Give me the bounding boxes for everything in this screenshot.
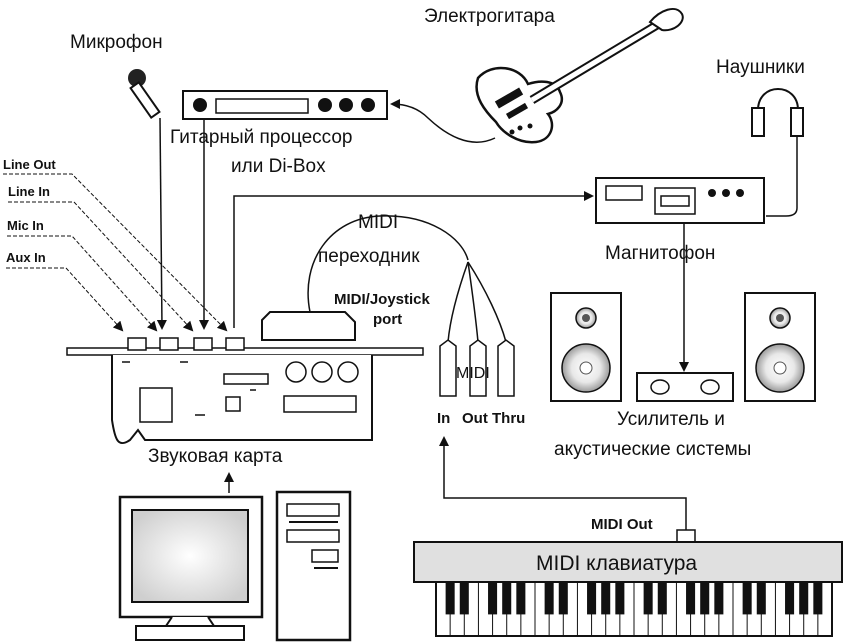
system-unit-icon <box>275 490 352 642</box>
midi-connectors <box>439 339 515 397</box>
black-key <box>686 582 696 615</box>
black-key <box>799 582 809 615</box>
black-key <box>756 582 766 615</box>
black-key <box>700 582 710 615</box>
sound-card <box>66 311 424 445</box>
black-key <box>459 582 469 615</box>
midi-adapter-label-line2: переходник <box>318 246 420 267</box>
port-labels: Line Out Line In Mic In Aux In <box>3 157 228 332</box>
lineout-to-recorder-cable <box>233 191 594 328</box>
processor-label-line1: Гитарный процессор <box>170 127 353 148</box>
black-key <box>813 582 823 615</box>
midi-keyboard <box>413 529 843 637</box>
black-key <box>558 582 568 615</box>
black-key <box>502 582 512 615</box>
processor-label-line2: или Di-Box <box>231 156 326 177</box>
guitar-processor-device <box>182 90 388 120</box>
black-key <box>657 582 667 615</box>
joystick-port-label-line1: MIDI/Joystick <box>334 291 431 308</box>
amp-label-line2: акустические системы <box>554 439 751 460</box>
left-speaker-icon <box>550 292 622 402</box>
headphones-label: Наушники <box>716 57 805 78</box>
black-key <box>742 582 752 615</box>
guitar-label: Электрогитара <box>424 6 555 27</box>
monitor-icon <box>118 495 264 641</box>
black-key <box>488 582 498 615</box>
microphone-icon <box>128 69 161 120</box>
port-label-line-in: Line In <box>8 184 50 199</box>
keyboard-to-midi-in-cable <box>439 436 687 530</box>
midi-adapter-label-line1: MIDI <box>358 212 398 233</box>
black-key <box>601 582 611 615</box>
midi-adapter-cables <box>447 261 507 343</box>
midi-in-label: In <box>437 410 450 427</box>
amp-label-line1: Усилитель и <box>617 409 725 430</box>
midi-out-thru-label: Out Thru <box>462 410 525 427</box>
midi-out-label: MIDI Out <box>591 516 653 533</box>
black-key <box>587 582 597 615</box>
guitar-to-processor-cable <box>390 99 496 143</box>
joystick-to-adapter-cable <box>307 215 469 313</box>
black-key <box>714 582 724 615</box>
recorder-label: Магнитофон <box>605 243 715 264</box>
black-key <box>643 582 653 615</box>
port-label-line-out: Line Out <box>3 157 56 172</box>
black-key <box>785 582 795 615</box>
electric-guitar-icon <box>475 7 684 144</box>
black-key <box>544 582 554 615</box>
port-label-mic-in: Mic In <box>7 218 44 233</box>
recorder-device <box>595 177 765 224</box>
soundcard-label: Звуковая карта <box>148 446 283 467</box>
keyboard-label: MIDI клавиатура <box>536 552 697 575</box>
joystick-port-label-line2: port <box>373 311 402 328</box>
black-key <box>516 582 526 615</box>
headphones-icon <box>751 88 804 137</box>
mic-cable <box>156 117 167 330</box>
port-label-aux-in: Aux In <box>6 250 46 265</box>
amplifier-device <box>636 372 734 402</box>
midi-connector-label: MIDI <box>456 365 490 382</box>
microphone-label: Микрофон <box>70 32 163 53</box>
black-key <box>445 582 455 615</box>
headphones-cable <box>766 137 798 217</box>
black-key <box>615 582 625 615</box>
right-speaker-icon <box>744 292 816 402</box>
keyboard-keys <box>445 582 823 636</box>
